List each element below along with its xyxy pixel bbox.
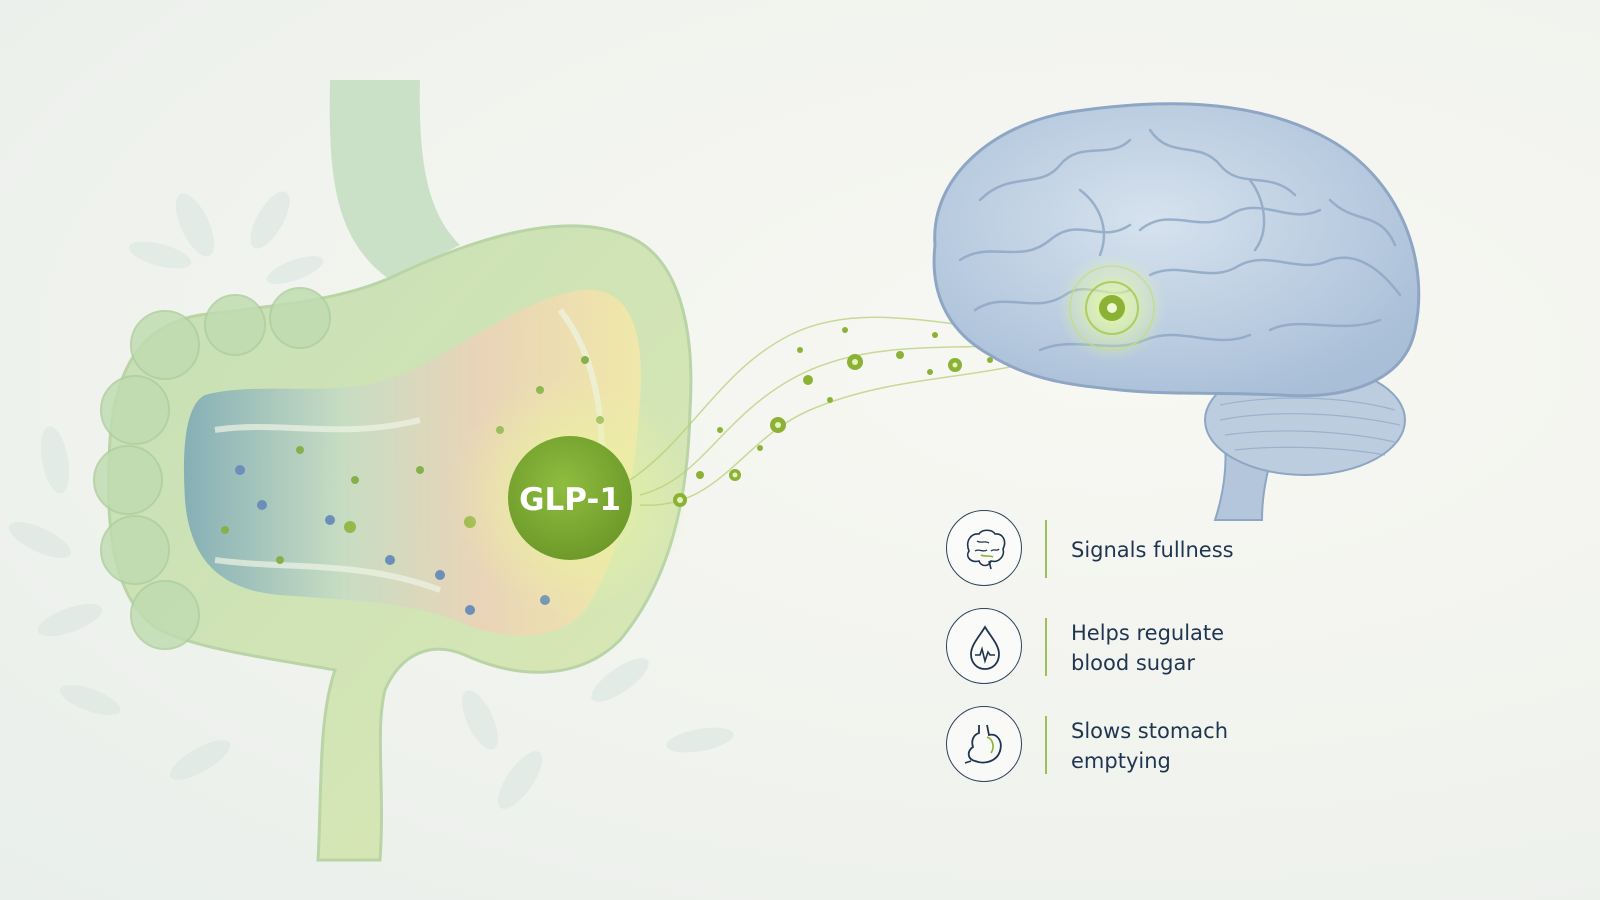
benefit-divider [1045,618,1047,676]
benefit-divider [1045,716,1047,774]
benefit-item-fullness: Signals fullness [946,510,1346,590]
benefit-label: Signals fullness [1071,538,1234,562]
brain [932,102,1421,521]
benefit-item-blood-sugar: Helps regulate blood sugar [946,608,1346,688]
glp1-label: GLP-1 [519,482,621,518]
glp1-badge: GLP-1 [508,436,632,560]
benefit-label: Slows stomach emptying [1071,719,1229,773]
benefit-divider [1045,520,1047,578]
blood-drop-icon [946,608,1022,684]
benefit-item-stomach: Slows stomach emptying [946,706,1346,786]
benefit-label: Helps regulate blood sugar [1071,621,1225,675]
brain-icon [946,510,1022,586]
stomach-icon [946,706,1022,782]
colon-bulges [93,287,331,650]
leaf-decoration-left [8,191,734,809]
esophagus [329,80,460,280]
